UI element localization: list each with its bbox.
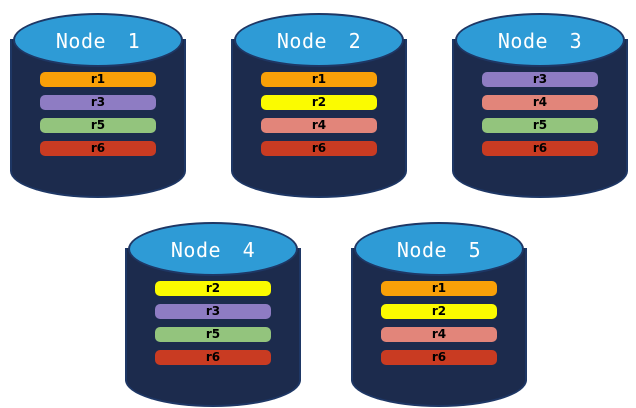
node-title: Node 4 — [170, 238, 256, 262]
replica-bar-r6: r6 — [40, 141, 156, 156]
replica-bar-r2: r2 — [381, 304, 497, 319]
replica-list: r2 r3 r5 r6 — [155, 281, 271, 365]
replica-bar-r4: r4 — [381, 327, 497, 342]
replica-bar-r4: r4 — [261, 118, 377, 133]
replica-bar-r5: r5 — [155, 327, 271, 342]
database-node-5: Node 5 r1 r2 r4 r6 — [351, 219, 527, 407]
cylinder-top-ellipse: Node 5 — [354, 222, 524, 276]
replica-list: r1 r2 r4 r6 — [261, 72, 377, 156]
replica-bar-r2: r2 — [155, 281, 271, 296]
node-row-bottom: Node 4 r2 r3 r5 r6 Node 5 r1 r2 r4 r6 — [8, 219, 636, 407]
database-node-2: Node 2 r1 r2 r4 r6 — [231, 10, 407, 198]
replica-bar-r3: r3 — [155, 304, 271, 319]
replica-bar-r1: r1 — [40, 72, 156, 87]
replica-list: r1 r3 r5 r6 — [40, 72, 156, 156]
cylinder-top-ellipse: Node 3 — [455, 13, 625, 67]
node-row-top: Node 1 r1 r3 r5 r6 Node 2 r1 r2 r4 r6 Node 3 r… — [0, 0, 636, 198]
replica-bar-r6: r6 — [381, 350, 497, 365]
replica-bar-r6: r6 — [482, 141, 598, 156]
replica-bar-r6: r6 — [155, 350, 271, 365]
replica-bar-r6: r6 — [261, 141, 377, 156]
database-node-4: Node 4 r2 r3 r5 r6 — [125, 219, 301, 407]
database-node-3: Node 3 r3 r4 r5 r6 — [452, 10, 628, 198]
replica-bar-r3: r3 — [482, 72, 598, 87]
replica-bar-r4: r4 — [482, 95, 598, 110]
replica-bar-r3: r3 — [40, 95, 156, 110]
replica-bar-r1: r1 — [381, 281, 497, 296]
node-title: Node 5 — [396, 238, 482, 262]
cylinder-top-ellipse: Node 2 — [234, 13, 404, 67]
replica-bar-r5: r5 — [482, 118, 598, 133]
replica-bar-r5: r5 — [40, 118, 156, 133]
node-title: Node 3 — [497, 29, 583, 53]
replica-list: r1 r2 r4 r6 — [381, 281, 497, 365]
replica-bar-r2: r2 — [261, 95, 377, 110]
database-node-1: Node 1 r1 r3 r5 r6 — [10, 10, 186, 198]
cylinder-top-ellipse: Node 1 — [13, 13, 183, 67]
replica-bar-r1: r1 — [261, 72, 377, 87]
cylinder-top-ellipse: Node 4 — [128, 222, 298, 276]
replica-list: r3 r4 r5 r6 — [482, 72, 598, 156]
node-title: Node 1 — [55, 29, 141, 53]
node-title: Node 2 — [276, 29, 362, 53]
